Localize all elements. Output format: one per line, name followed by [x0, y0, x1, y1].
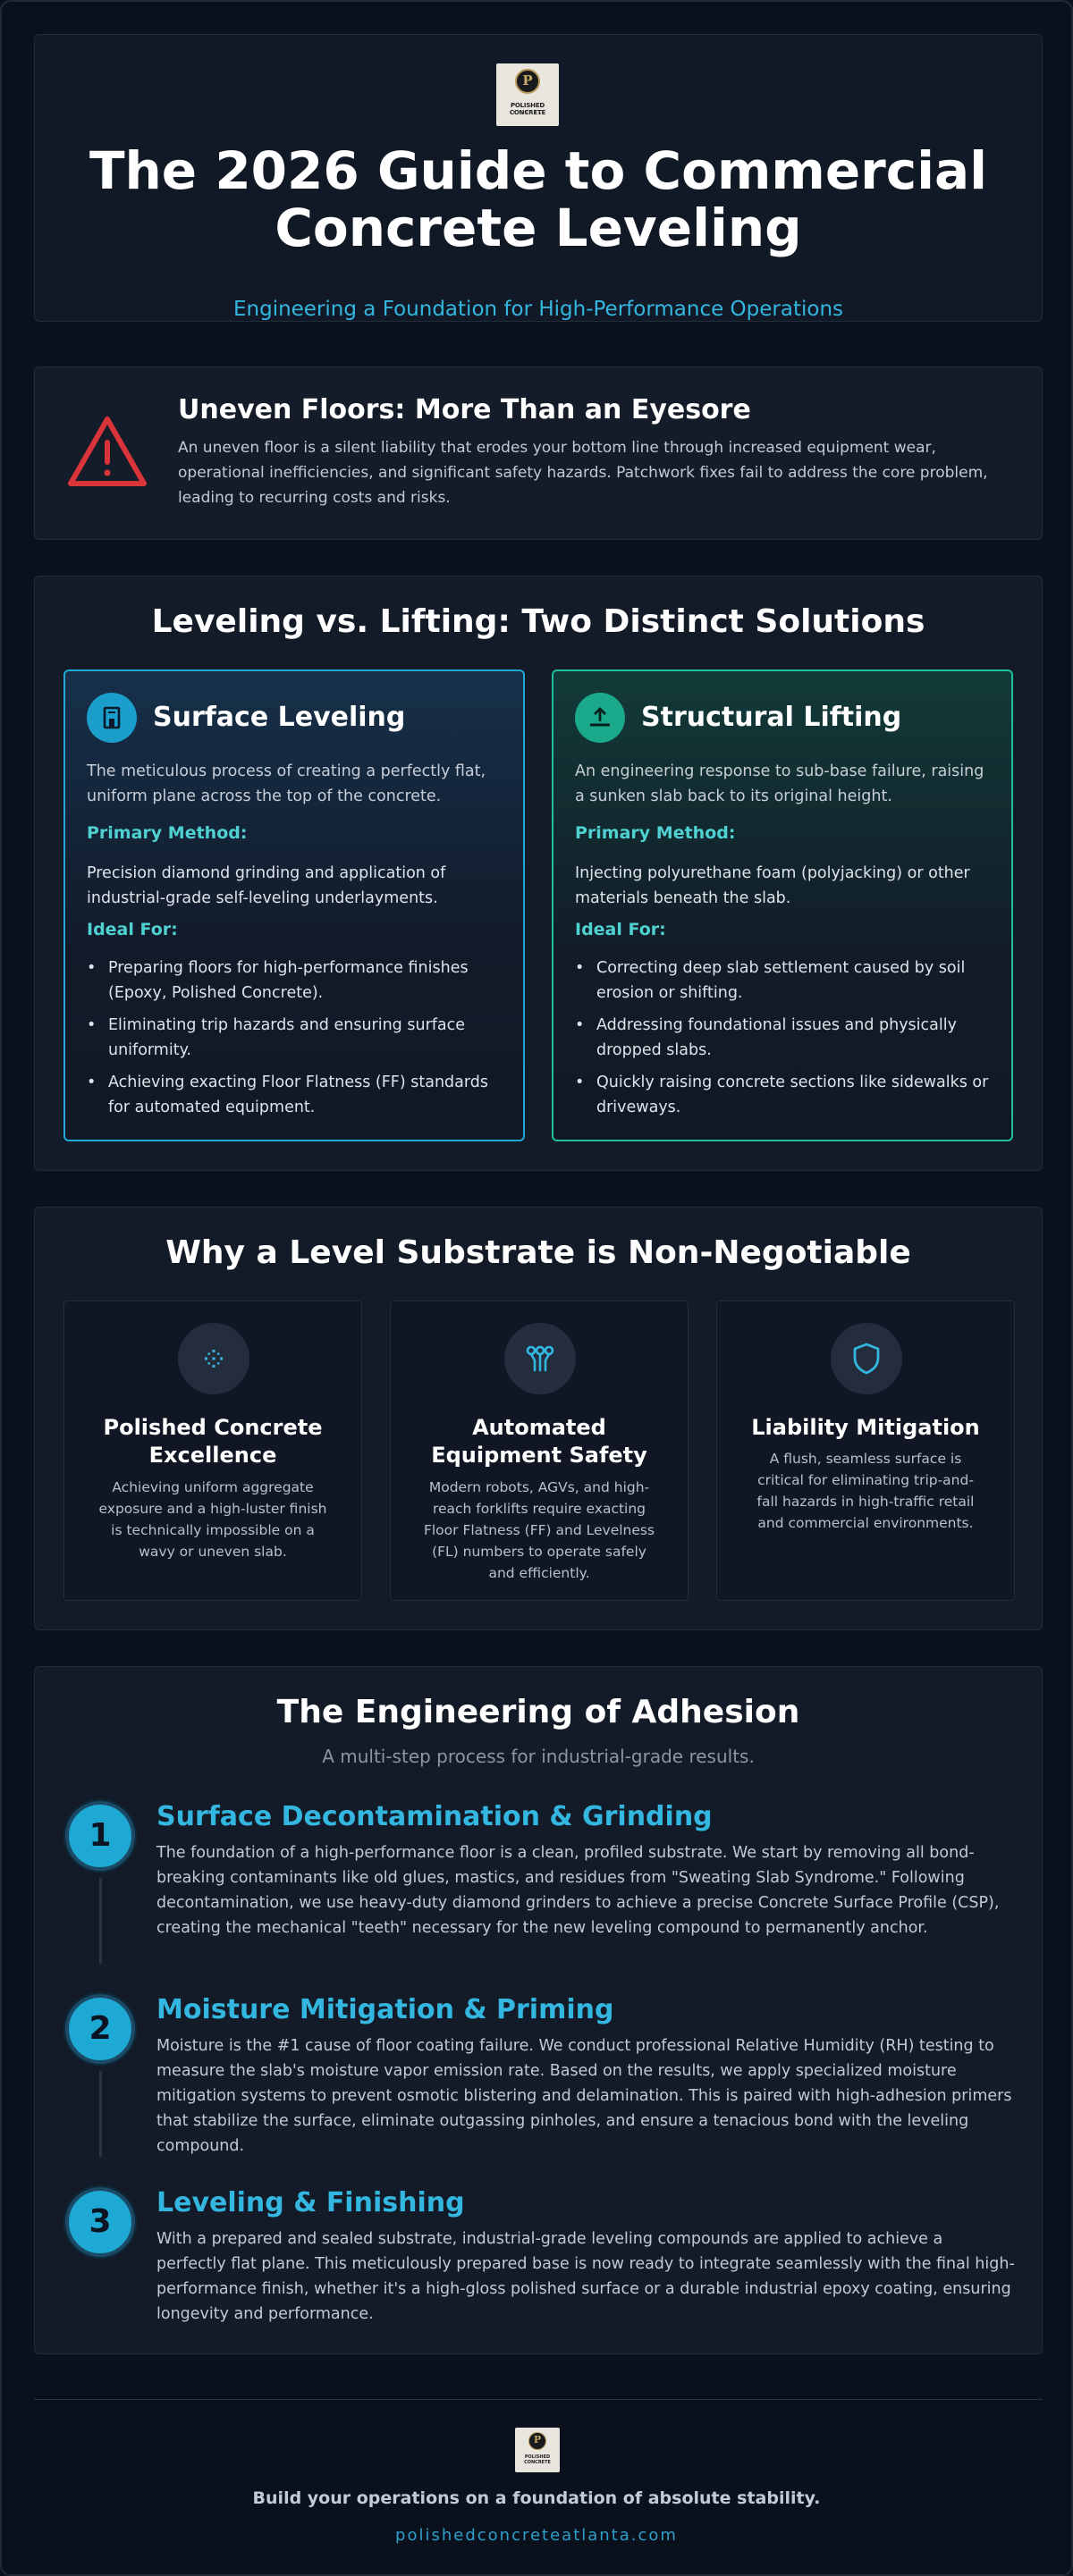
feature-text: A flush, seamless surface is critical fo…	[756, 1451, 975, 1531]
primary-method-label: Primary Method:	[87, 823, 248, 843]
feature-text: Achieving uniform aggregate exposure and…	[98, 1479, 327, 1560]
sparkle-icon	[178, 1323, 249, 1394]
ideal-for-list: Preparing floors for high-performance fi…	[87, 955, 507, 1127]
feature-title: Liability Mitigation	[751, 1415, 980, 1440]
robot-arm-icon	[504, 1323, 576, 1394]
lift-arrow-icon	[575, 693, 625, 743]
list-item: Correcting deep slab settlement caused b…	[575, 955, 995, 1006]
ideal-for-list: Correcting deep slab settlement caused b…	[575, 955, 995, 1127]
structural-lifting-lead: An engineering response to sub-base fail…	[575, 762, 984, 805]
step-number: 1	[65, 1801, 135, 1871]
surface-leveling-title: Surface Leveling	[153, 702, 406, 733]
page-title: The 2026 Guide to Commercial Concrete Le…	[89, 140, 988, 258]
section-title: Leveling vs. Lifting: Two Distinct Solut…	[151, 603, 925, 640]
footer-website-link[interactable]: polishedconcreteatlanta.com	[395, 2526, 678, 2545]
logo-emblem	[515, 69, 540, 94]
step-number: 3	[65, 2187, 135, 2257]
section-subtitle: A multi-step process for industrial-grad…	[322, 1746, 755, 1767]
shield-icon	[831, 1323, 902, 1394]
step-number: 2	[65, 1994, 135, 2064]
problem-text: An uneven floor is a silent liability th…	[178, 439, 988, 507]
ideal-for-label: Ideal For:	[575, 920, 666, 939]
footer-logo: POLISHED CONCRETE	[515, 2428, 560, 2472]
structural-lifting-title: Structural Lifting	[641, 702, 902, 733]
step-title: Leveling & Finishing	[156, 2187, 465, 2218]
footer-divider	[34, 2399, 1043, 2400]
why-level-section: Why a Level Substrate is Non-Negotiable …	[34, 1207, 1043, 1630]
leveling-vs-lifting-section: Leveling vs. Lifting: Two Distinct Solut…	[34, 576, 1043, 1171]
problem-title: Uneven Floors: More Than an Eyesore	[178, 394, 751, 425]
feature-text: Modern robots, AGVs, and high-reach fork…	[423, 1479, 655, 1581]
logo-name: POLISHED CONCRETE	[524, 2454, 551, 2465]
logo-sub: ATLANTA	[512, 111, 543, 116]
feature-card-liability: Liability Mitigation A flush, seamless s…	[716, 1301, 1015, 1601]
building-icon	[87, 693, 137, 743]
primary-method-label: Primary Method:	[575, 823, 736, 843]
problem-section: Uneven Floors: More Than an Eyesore An u…	[34, 366, 1043, 540]
step-text: The foundation of a high-performance flo…	[156, 1844, 1000, 1937]
ideal-for-label: Ideal For:	[87, 920, 178, 939]
step-title: Surface Decontamination & Grinding	[156, 1801, 713, 1832]
list-item: Preparing floors for high-performance fi…	[87, 955, 507, 1006]
list-item: Achieving exacting Floor Flatness (FF) s…	[87, 1070, 507, 1120]
logo-emblem	[528, 2432, 546, 2450]
feature-title: Automated Equipment Safety	[431, 1415, 647, 1468]
feature-card-automated: Automated Equipment Safety Modern robots…	[390, 1301, 689, 1601]
list-item: Quickly raising concrete sections like s…	[575, 1070, 995, 1120]
structural-lifting-card: Structural Lifting An engineering respon…	[552, 669, 1013, 1141]
primary-method-text: Injecting polyurethane foam (polyjacking…	[575, 864, 970, 907]
surface-leveling-lead: The meticulous process of creating a per…	[87, 762, 486, 805]
step-text: With a prepared and sealed substrate, in…	[156, 2230, 1015, 2323]
hero-section: POLISHED CONCRETE ATLANTA The 2026 Guide…	[34, 34, 1043, 322]
page-subtitle: Engineering a Foundation for High-Perfor…	[232, 298, 843, 321]
step-title: Moisture Mitigation & Priming	[156, 1994, 614, 2025]
list-item: Addressing foundational issues and physi…	[575, 1013, 995, 1063]
footer-tagline: Build your operations on a foundation of…	[252, 2488, 821, 2508]
step-text: Moisture is the #1 cause of floor coatin…	[156, 2037, 1012, 2155]
section-title: The Engineering of Adhesion	[276, 1694, 800, 1730]
feature-title: Polished Concrete Excellence	[103, 1415, 323, 1468]
company-logo: POLISHED CONCRETE ATLANTA	[496, 63, 559, 126]
step-connector	[99, 2071, 102, 2157]
warning-triangle-icon	[68, 417, 147, 486]
surface-leveling-card: Surface Leveling The meticulous process …	[63, 669, 525, 1141]
primary-method-text: Precision diamond grinding and applicati…	[87, 864, 446, 907]
logo-name: POLISHED CONCRETE	[509, 102, 546, 116]
list-item: Eliminating trip hazards and ensuring su…	[87, 1013, 507, 1063]
adhesion-section: The Engineering of Adhesion A multi-step…	[34, 1666, 1043, 2354]
step-connector	[99, 1878, 102, 1964]
feature-card-polished: Polished Concrete Excellence Achieving u…	[63, 1301, 362, 1601]
section-title: Why a Level Substrate is Non-Negotiable	[165, 1234, 911, 1271]
